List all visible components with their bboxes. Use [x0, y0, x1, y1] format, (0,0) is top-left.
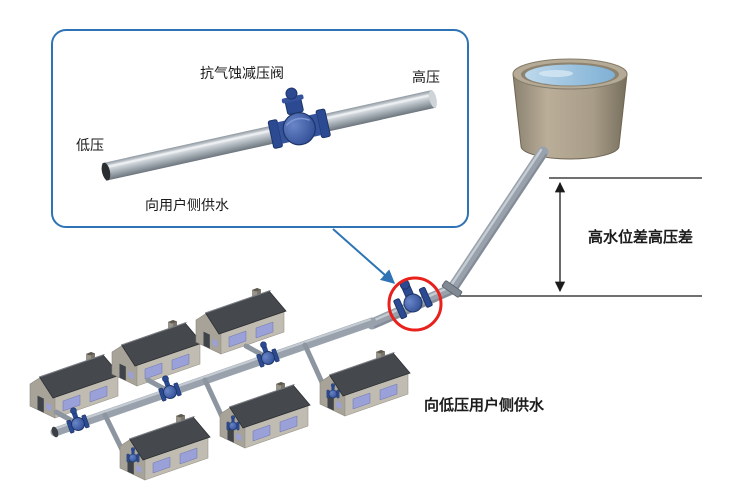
low-pressure-supply-label: 向低压用户侧供水 — [424, 396, 545, 414]
water-highlight — [539, 70, 573, 77]
house-front-1 — [119, 413, 211, 481]
reducing-valve-flange-right — [418, 286, 433, 308]
main-distribution-pipe — [50, 317, 377, 437]
house-front-2 — [219, 381, 311, 449]
main-pipe-highlight — [51, 318, 372, 431]
height-difference-annotation: 高水位差高压差 — [458, 177, 702, 297]
anti-cavitation-valve — [267, 87, 331, 149]
flange-collar — [441, 280, 463, 298]
valve-top-cap — [285, 87, 298, 100]
callout-leader-arrow — [332, 228, 396, 284]
reducing-valve-body — [403, 293, 423, 313]
supply-to-user-label: 向用户侧供水 — [145, 197, 229, 214]
main-pipe-end-cap — [51, 426, 59, 438]
pipe-open-end — [101, 162, 111, 181]
highlight-circle — [387, 276, 443, 332]
house-front-3 — [319, 349, 411, 417]
height-diff-label: 高水位差高压差 — [588, 228, 693, 246]
low-pressure-label: 低压 — [76, 138, 104, 154]
callout-pipe-highlight — [107, 94, 429, 168]
water-tank — [512, 58, 628, 160]
high-pressure-label: 高压 — [412, 69, 440, 86]
tank-body — [512, 73, 628, 160]
reducing-valve-flange-left — [393, 298, 408, 320]
house-back-2 — [111, 319, 203, 387]
pipe-bend-flange — [441, 280, 463, 298]
installed-reducing-valve — [393, 279, 433, 320]
callout-pipe-assembly — [101, 87, 437, 181]
callout-valve-label: 抗气蚀减压阀 — [200, 66, 284, 82]
house-back-3 — [195, 287, 287, 355]
valve-body-rib — [285, 117, 310, 126]
house-network — [29, 287, 411, 481]
pipe-far-end — [429, 90, 437, 108]
